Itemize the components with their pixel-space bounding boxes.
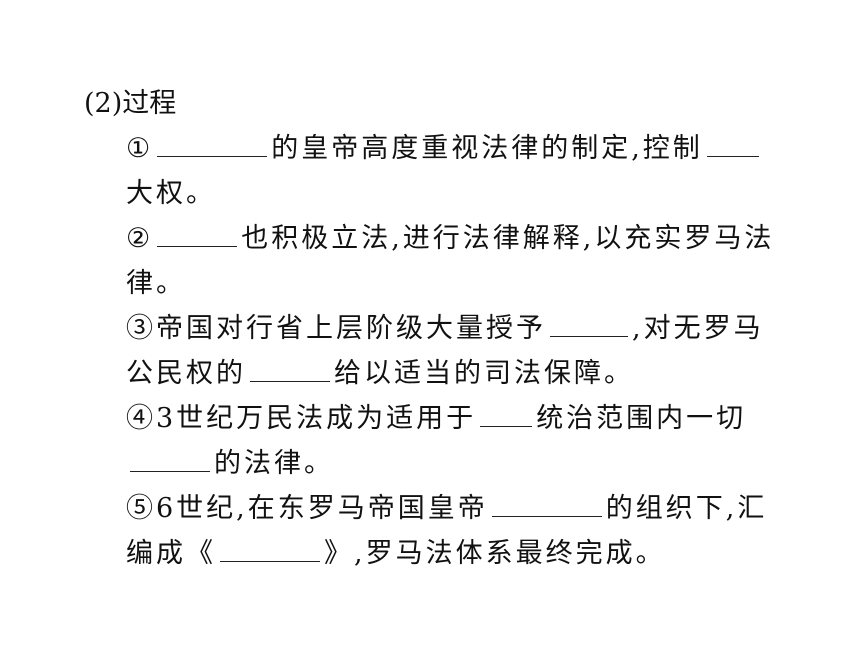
item-text: 》,罗马法体系最终完成。 — [324, 538, 666, 569]
item-text: 6世纪,在东罗马帝国皇帝 — [156, 493, 488, 524]
item-text: 帝国对行省上层阶级大量授予 — [156, 313, 546, 344]
answer-blank[interactable] — [250, 359, 330, 382]
item-number: ① — [126, 133, 154, 164]
item-text: 也积极立法,进行法律解释,以充实罗马法律。 — [126, 223, 775, 299]
item-text: 的组织下,汇编成《 — [126, 493, 768, 569]
item-text: 的皇帝高度重视法律的制定,控制 — [271, 133, 703, 164]
item-number: ③ — [126, 313, 156, 344]
answer-blank[interactable] — [550, 314, 628, 337]
item-text: ,对无罗马公民权的 — [126, 313, 764, 389]
answer-blank[interactable] — [130, 449, 210, 472]
item-text: 给以适当的司法保障。 — [334, 358, 634, 389]
item-text: 的法律。 — [214, 448, 334, 479]
item-4: ④3世纪万民法成为适用于 统治范围内一切的法律。 — [126, 396, 786, 486]
answer-blank[interactable] — [157, 134, 268, 157]
item-number: ⑤ — [126, 493, 156, 524]
item-5: ⑤6世纪,在东罗马帝国皇帝的组织下,汇编成《》,罗马法体系最终完成。 — [126, 486, 786, 576]
item-text: 大权。 — [126, 178, 216, 209]
answer-blank[interactable] — [220, 539, 320, 562]
item-text: 统治范围内一切 — [536, 403, 747, 434]
answer-blank[interactable] — [157, 224, 238, 247]
answer-blank[interactable] — [706, 134, 759, 157]
item-text: 3世纪万民法成为适用于 — [156, 403, 477, 434]
section-heading: (2)过程 — [84, 88, 177, 119]
item-number: ④ — [126, 403, 156, 434]
answer-blank[interactable] — [491, 494, 602, 517]
item-1: ① 的皇帝高度重视法律的制定,控制大权。 — [126, 126, 786, 216]
item-number: ② — [126, 223, 154, 254]
answer-blank[interactable] — [480, 404, 533, 427]
item-3: ③帝国对行省上层阶级大量授予,对无罗马公民权的给以适当的司法保障。 — [126, 306, 786, 396]
